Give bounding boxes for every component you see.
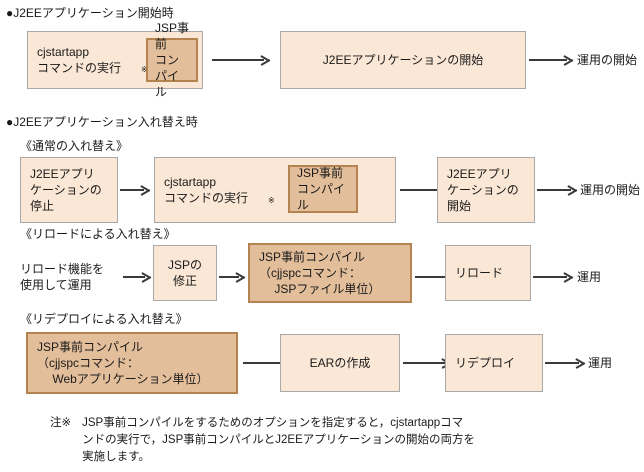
box-jsp-precompile-normal: JSP事前 コンパイル xyxy=(288,165,358,213)
box-label: cjstartapp コマンドの実行 xyxy=(37,45,122,75)
box-redeploy: リデプロイ xyxy=(445,334,543,392)
subheading-redeploy-replace: 《リデプロイによる入れ替え》 xyxy=(20,312,188,326)
section-heading-replace: ●J2EEアプリケーション入れ替え時 xyxy=(6,115,198,129)
arrow-redeploy-2 xyxy=(403,357,453,369)
box-label: リデプロイ xyxy=(455,356,516,370)
box-j2ee-application-start: J2EEアプリケーションの開始 xyxy=(280,31,526,89)
box-jsp-fix: JSPの修正 xyxy=(153,245,217,301)
box-label: cjstartapp コマンドの実行 xyxy=(164,175,249,205)
box-label: J2EEアプリ ケーションの 停止 xyxy=(30,167,102,213)
box-label: EARの作成 xyxy=(309,356,371,370)
box-label: JSP事前コンパイル （cjjspcコマンド： Webアプリケーション単位） xyxy=(37,340,209,386)
subheading-reload-replace: 《リロードによる入れ替え》 xyxy=(20,227,176,241)
text-reload-feature-operation: リロード機能を 使用して運用 xyxy=(20,262,105,292)
arrow-reload-2 xyxy=(219,271,247,283)
box-jsp-precompile-redeploy: JSP事前コンパイル （cjjspcコマンド： Webアプリケーション単位） xyxy=(26,332,238,394)
arrow-redeploy-3 xyxy=(545,357,587,369)
box-jsp-precompile-reload: JSP事前コンパイル （cjjspcコマンド： JSPファイル単位） xyxy=(248,243,412,303)
subheading-normal-replace: 《通常の入れ替え》 xyxy=(20,139,129,153)
box-jsp-precompile-start: JSP事前 コンパイル xyxy=(146,21,198,99)
arrow-normal-2 xyxy=(400,184,458,196)
box-j2ee-application-start-normal: J2EEアプリ ケーションの 開始 xyxy=(437,157,535,223)
text-operation-start: 運用の開始 xyxy=(577,53,638,67)
arrow-normal-3 xyxy=(537,184,579,196)
box-label: J2EEアプリケーションの開始 xyxy=(322,53,484,67)
box-label: JSP事前 コンパイル xyxy=(297,166,346,212)
text-operation-redeploy: 運用 xyxy=(588,356,613,370)
text-operation-reload: 運用 xyxy=(577,270,602,284)
footnote-marker-icon: ※ xyxy=(141,65,148,74)
arrow-normal-1 xyxy=(120,184,152,196)
arrow-start-1 xyxy=(212,54,272,66)
box-label: JSP事前コンパイル （cjjspcコマンド： JSPファイル単位） xyxy=(259,250,381,296)
arrow-start-2 xyxy=(529,54,575,66)
arrow-reload-3 xyxy=(415,271,467,283)
footnote: 注※ JSP事前コンパイルをするためのオプションを指定すると，cjstartap… xyxy=(50,415,630,466)
footnote-marker-icon: ※ xyxy=(268,196,275,205)
footnote-body: JSP事前コンパイルをするためのオプションを指定すると，cjstartappコマ… xyxy=(82,417,476,463)
box-label: リロード xyxy=(455,266,504,280)
box-label: JSP事前 コンパイル xyxy=(155,21,190,99)
box-ear-create: EARの作成 xyxy=(280,334,400,392)
arrow-reload-4 xyxy=(533,271,575,283)
footnote-mark: 注※ xyxy=(50,417,72,429)
section-heading-start: ●J2EEアプリケーション開始時 xyxy=(6,6,174,20)
box-label: JSPの修正 xyxy=(167,258,202,288)
box-label: J2EEアプリ ケーションの 開始 xyxy=(447,167,519,213)
box-cjstartapp-command-normal: cjstartapp コマンドの実行 ※ xyxy=(154,157,396,223)
box-j2ee-application-stop: J2EEアプリ ケーションの 停止 xyxy=(20,157,118,223)
text-operation-start-normal: 運用の開始 xyxy=(580,183,641,197)
arrow-reload-1 xyxy=(123,271,153,283)
box-reload: リロード xyxy=(445,245,531,301)
arrow-redeploy-1 xyxy=(243,357,301,369)
